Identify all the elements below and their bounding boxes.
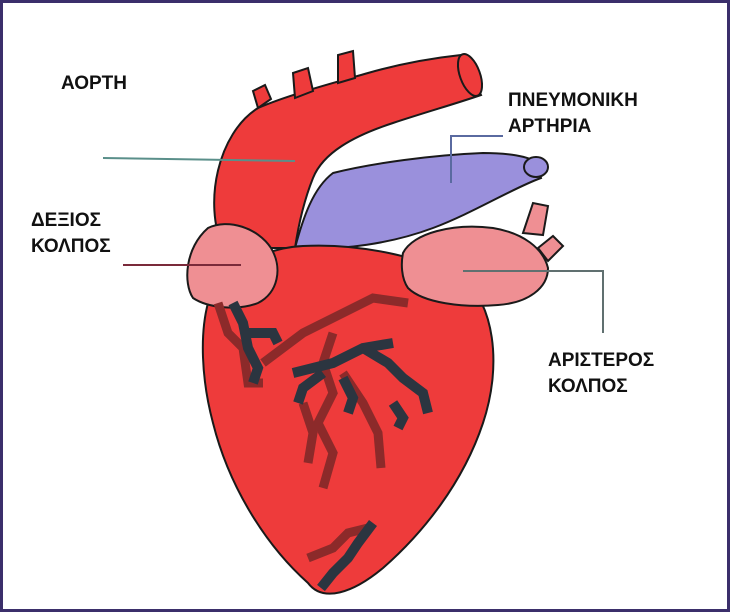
pulmonary-vein [523,203,548,235]
label-left-atrium: ΑΡΙΣΤΕΡΟΣ ΚΟΛΠΟΣ [548,348,654,400]
label-left-atrium-line1: ΑΡΙΣΤΕΡΟΣ [548,348,654,374]
label-right-atrium-line1: ΔΕΞΙΟΣ [31,208,111,234]
label-right-atrium: ΔΕΞΙΟΣ ΚΟΛΠΟΣ [31,208,111,260]
pulmonary-opening [524,157,548,177]
left-atrium [402,227,548,306]
aorta-branch [338,51,355,83]
label-aorta: ΑΟΡΤΗ [61,71,127,97]
label-pulmonary-line2: ΑΡΤΗΡΙΑ [508,114,638,140]
label-pulmonary-artery: ΠΝΕΥΜΟΝΙΚΗ ΑΡΤΗΡΙΑ [508,88,638,140]
label-aorta-line1: ΑΟΡΤΗ [61,71,127,97]
label-left-atrium-line2: ΚΟΛΠΟΣ [548,374,654,400]
label-right-atrium-line2: ΚΟΛΠΟΣ [31,234,111,260]
label-pulmonary-line1: ΠΝΕΥΜΟΝΙΚΗ [508,88,638,114]
